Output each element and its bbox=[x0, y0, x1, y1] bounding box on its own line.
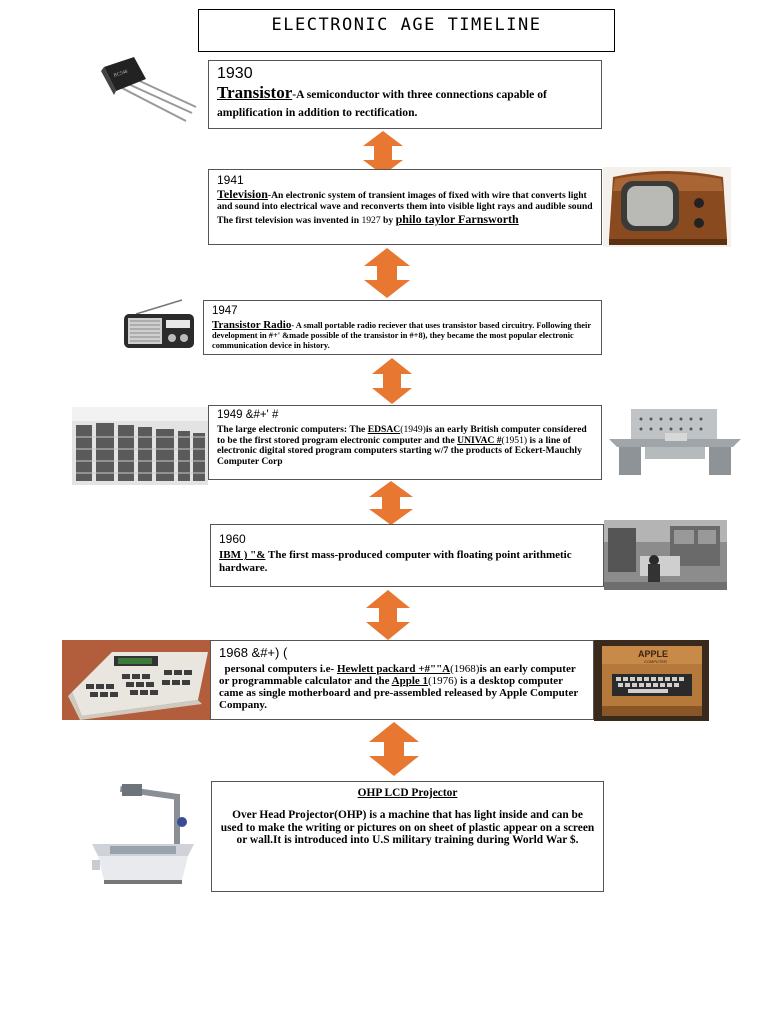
entry-term: Transistor Radio bbox=[212, 318, 292, 331]
entry-year-hp: (1968) bbox=[450, 662, 480, 675]
timeline-arrow-icon bbox=[372, 358, 412, 409]
timeline-arrow-icon bbox=[366, 590, 410, 645]
entry-description-end: is a line of electronic digital stored p… bbox=[217, 434, 582, 468]
entry-1960: 1960 IBM ) "& The first mass-produced co… bbox=[210, 524, 604, 587]
hp-calculator-image bbox=[62, 640, 212, 720]
entry-description: Over Head Projector(OHP) is a machine th… bbox=[220, 808, 595, 847]
univac-image bbox=[605, 405, 745, 481]
entry-1947: 1947 Transistor Radio- A small portable … bbox=[203, 300, 602, 355]
timeline-arrow-icon bbox=[369, 481, 413, 530]
entry-description: The first mass-produced computer with fl… bbox=[219, 549, 572, 574]
entry-term: OHP LCD Projector bbox=[357, 787, 458, 799]
entry-1968: 1968 &#+) ( personal computers i.e- Hewl… bbox=[210, 640, 594, 720]
entry-year-inline: 1927 bbox=[361, 214, 381, 226]
entry-description: - A small portable radio reciever that u… bbox=[212, 320, 591, 350]
timeline-arrow-icon bbox=[364, 248, 410, 303]
entry-year-apple: (1976) bbox=[428, 674, 458, 687]
svg-text:BC548: BC548 bbox=[113, 69, 128, 78]
transistor-image: BC548 bbox=[96, 55, 200, 130]
radio-image bbox=[122, 298, 196, 352]
entry-intro: personal computers i.e- bbox=[224, 662, 337, 675]
apple-case-sublabel: COMPUTER bbox=[644, 659, 667, 664]
entry-term: Transistor bbox=[217, 82, 293, 102]
entry-year-univac: (1951) bbox=[501, 434, 528, 446]
entry-year: 1941 bbox=[217, 173, 244, 187]
apple-1-image: APPLE COMPUTER bbox=[594, 640, 709, 721]
entry-term: Television bbox=[217, 187, 268, 202]
entry-1949: 1949 &#+' # The large electronic compute… bbox=[208, 405, 602, 480]
ibm-image bbox=[604, 520, 727, 590]
entry-description: is an early computer or programmable cal… bbox=[219, 662, 576, 687]
entry-description: is an early British computer considered … bbox=[217, 423, 587, 446]
entry-year: 1968 &#+) ( bbox=[219, 645, 288, 660]
television-image bbox=[603, 167, 731, 247]
entry-year: 1947 bbox=[212, 305, 238, 317]
edsac-image bbox=[72, 407, 208, 485]
page-title: ELECTRONIC AGE TIMELINE bbox=[198, 9, 615, 52]
entry-ohp: OHP LCD Projector Over Head Projector(OH… bbox=[211, 781, 604, 892]
projector-image bbox=[62, 780, 210, 890]
entry-description: -An electronic system of transient image… bbox=[217, 190, 593, 226]
entry-year: 1930 bbox=[217, 65, 253, 82]
entry-description-end: is a desktop computer came as single mot… bbox=[219, 674, 579, 712]
entry-1941: 1941 Television-An electronic system of … bbox=[208, 169, 602, 245]
entry-by: by bbox=[380, 214, 396, 226]
entry-term-univac: UNIVAC # bbox=[457, 434, 502, 446]
entry-year: 1960 bbox=[219, 532, 246, 546]
entry-year-edsac: (1949) bbox=[400, 423, 426, 435]
entry-term-edsac: EDSAC bbox=[367, 423, 401, 435]
timeline-arrow-icon bbox=[363, 131, 403, 180]
entry-term-apple: Apple 1 bbox=[391, 674, 429, 687]
entry-term: IBM ) "& bbox=[219, 549, 266, 562]
apple-case-label: APPLE bbox=[638, 649, 668, 659]
timeline-arrow-icon bbox=[369, 722, 419, 781]
entry-intro: The large electronic computers: The bbox=[217, 423, 368, 435]
entry-description: -A semiconductor with three connections … bbox=[217, 87, 547, 119]
entry-year: 1949 &#+' # bbox=[217, 409, 279, 421]
entry-inventor: philo taylor Farnsworth bbox=[395, 211, 519, 226]
entry-1930: 1930 Transistor-A semiconductor with thr… bbox=[208, 60, 602, 129]
entry-term-hp: Hewlett packard +#""A bbox=[336, 662, 451, 675]
